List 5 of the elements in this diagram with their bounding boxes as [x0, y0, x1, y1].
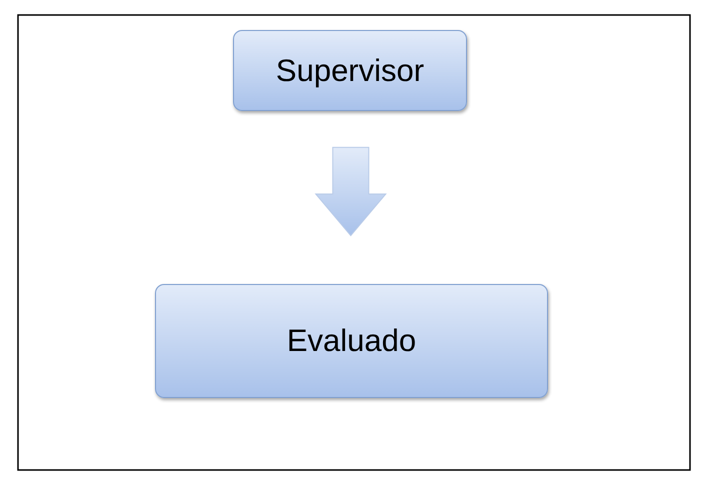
process-box [155, 284, 548, 398]
block-arrow [314, 146, 387, 236]
process-box [233, 30, 467, 111]
box-label: Supervisor [276, 52, 424, 88]
box-label: Evaluado [286, 323, 416, 359]
